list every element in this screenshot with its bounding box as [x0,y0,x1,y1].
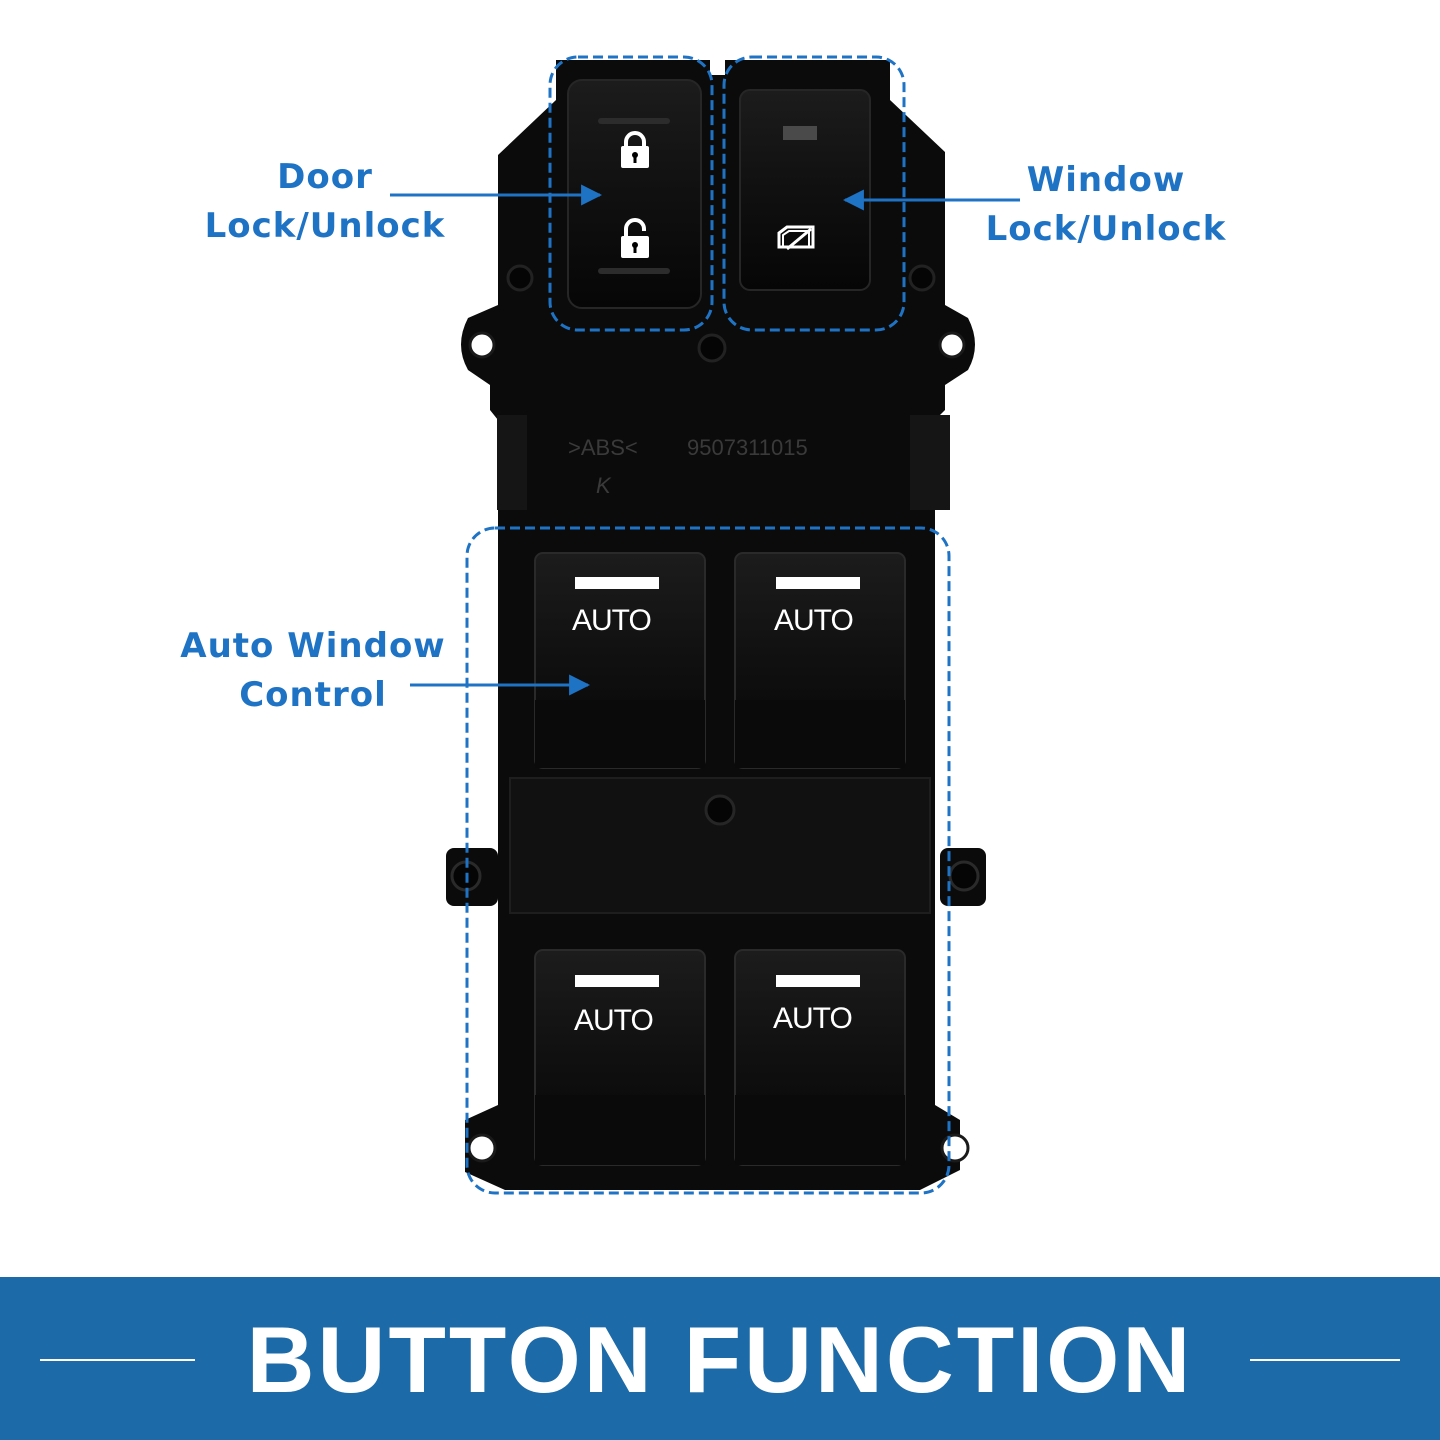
window-lock-icon [777,225,815,251]
callout-line: Door [277,157,373,197]
door-lock-button[interactable] [567,79,702,309]
window-lock-button[interactable] [739,89,871,291]
banner-rule-left [40,1359,195,1361]
part-number: 9507311015 [687,435,808,460]
callout-line: Window [1026,160,1186,200]
callout-line: Auto Window [180,626,446,666]
indicator-light [783,126,817,140]
material-mark: >ABS< [568,435,638,460]
window-lock-callout: Window Lock/Unlock [970,156,1242,254]
mount-hole-right [938,331,966,359]
padlock-closed-icon [621,131,649,168]
molded-letter: K [596,473,612,498]
banner-rule-right [1250,1359,1400,1361]
padlock-open-icon [621,218,649,258]
callout-line: Lock/Unlock [985,209,1227,249]
window-lock-highlight [722,55,906,332]
mount-hole-left [468,331,496,359]
door-lock-callout: Door Lock/Unlock [190,153,460,251]
auto-window-callout: Auto Window Control [168,622,458,720]
banner-title: BUTTON FUNCTION [246,1307,1194,1412]
auto-window-switch-rear-right[interactable]: AUTO [734,949,906,1166]
auto-label: AUTO [574,1004,653,1037]
auto-window-switch-front-left[interactable]: AUTO [534,552,706,769]
callout-line: Lock/Unlock [204,206,446,246]
auto-label: AUTO [773,1002,852,1035]
auto-label: AUTO [572,604,651,637]
auto-window-highlight [465,526,951,1195]
auto-window-switch-rear-left[interactable]: AUTO [534,949,706,1166]
title-banner: BUTTON FUNCTION [0,1277,1440,1440]
auto-label: AUTO [774,604,853,637]
auto-window-switch-front-right[interactable]: AUTO [734,552,906,769]
callout-line: Control [239,675,387,715]
